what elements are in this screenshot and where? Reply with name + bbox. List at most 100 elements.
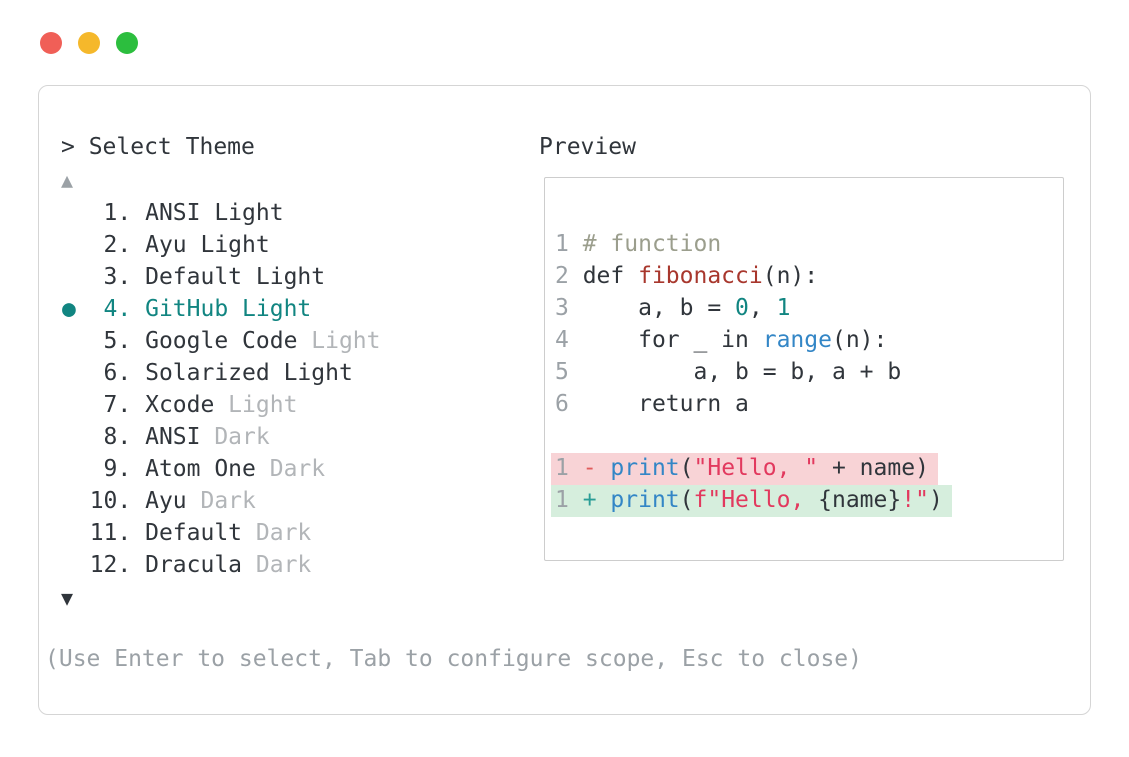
theme-item-variant-label: Dark [255, 456, 326, 482]
theme-item-variant-label: Dark [200, 424, 270, 450]
close-button[interactable] [40, 32, 62, 54]
dialog-title: > Select Theme [61, 134, 255, 160]
bullet-spacer [62, 264, 90, 290]
diff-highlight-removed: 1 - print("Hello, " + name) [551, 453, 938, 485]
preview-code-line: 1 # function [555, 228, 1063, 260]
preview-diff: 1 - print("Hello, " + name)1 + print(f"H… [551, 452, 1063, 517]
theme-item-variant-label: Dark [242, 552, 312, 578]
code-token: print [610, 487, 680, 513]
code-token: return a [582, 391, 749, 417]
theme-list-item[interactable]: 6. Solarized Light [62, 357, 381, 389]
theme-item-label: 3. Default Light [89, 264, 326, 290]
theme-item-label: 7. Xcode [89, 392, 215, 418]
code-token: {name} [818, 487, 902, 513]
diff-minus-sign: - [582, 455, 611, 481]
bullet-spacer [62, 520, 90, 546]
theme-item-label: 2. Ayu Light [89, 232, 270, 258]
diff-highlight-added: 1 + print(f"Hello, {name}!") [551, 485, 952, 517]
line-number: 1 [555, 487, 583, 513]
line-number: 3 [555, 295, 583, 321]
line-number: 1 [555, 231, 583, 257]
line-number: 1 [555, 455, 583, 481]
theme-list-item[interactable]: 7. Xcode Light [62, 389, 381, 421]
code-token: (n): [762, 263, 819, 289]
bullet-spacer [62, 552, 90, 578]
theme-item-label: 1. ANSI Light [89, 200, 284, 226]
scroll-up-icon[interactable]: ▲ [61, 168, 74, 192]
preview-code-line: 3 a, b = 0, 1 [555, 292, 1063, 324]
code-token: f"Hello, [693, 487, 819, 513]
diff-plus-sign: + [582, 487, 611, 513]
theme-list-item[interactable]: 3. Default Light [62, 261, 381, 293]
bullet-spacer [62, 456, 90, 482]
bullet-spacer [62, 360, 90, 386]
preview-code-line: 6 return a [555, 388, 1063, 420]
preview-label: Preview [539, 134, 636, 160]
line-number: 2 [555, 263, 583, 289]
code-token: ( [679, 487, 694, 513]
code-token: fibonacci [638, 263, 763, 289]
theme-item-label: 5. Google Code [89, 328, 298, 354]
line-number: 4 [555, 327, 583, 353]
theme-list-item[interactable]: 8. ANSI Dark [62, 421, 381, 453]
preview-code-line: 2 def fibonacci(n): [555, 260, 1063, 292]
code-token: 1 [776, 295, 791, 321]
minimize-button[interactable] [78, 32, 100, 54]
code-token: + name) [818, 455, 929, 481]
bullet-spacer [62, 328, 90, 354]
bullet-spacer [62, 200, 90, 226]
code-token: print [610, 455, 680, 481]
theme-item-label: 11. Default [89, 520, 243, 546]
code-token: !" [901, 487, 929, 513]
theme-list-item[interactable]: 9. Atom One Dark [62, 453, 381, 485]
code-token: a, b = b, a + b [582, 359, 902, 385]
preview-diff-line-removed: 1 - print("Hello, " + name) [551, 452, 1063, 485]
bullet-spacer [62, 232, 90, 258]
theme-item-variant-label: Light [214, 392, 298, 418]
code-token: ( [679, 455, 694, 481]
theme-item-variant-label: Dark [242, 520, 312, 546]
theme-item-label: 6. Solarized Light [89, 360, 353, 386]
theme-item-label: 10. Ayu [89, 488, 187, 514]
bullet-spacer [62, 488, 90, 514]
code-token: "Hello, " [693, 455, 819, 481]
theme-item-label: 12. Dracula [89, 552, 243, 578]
code-token: 0 [735, 295, 749, 321]
theme-list-item[interactable]: 2. Ayu Light [62, 229, 381, 261]
theme-item-variant-label: Dark [186, 488, 256, 514]
preview-diff-line-added: 1 + print(f"Hello, {name}!") [551, 484, 1063, 517]
selected-bullet-icon: ● [62, 296, 90, 322]
bullet-spacer [62, 424, 90, 450]
code-token: (n): [831, 327, 888, 353]
code-token: for _ in [582, 327, 763, 353]
theme-item-label: 4. GitHub Light [89, 296, 312, 322]
theme-picker-dialog: > Select Theme ▲ 1. ANSI Light 2. Ayu Li… [38, 85, 1091, 715]
bullet-spacer [62, 392, 90, 418]
theme-list-item[interactable]: 12. Dracula Dark [62, 549, 381, 581]
theme-list-item[interactable]: 5. Google Code Light [62, 325, 381, 357]
theme-list-item[interactable]: 10. Ayu Dark [62, 485, 381, 517]
scroll-down-icon[interactable]: ▼ [61, 586, 74, 610]
zoom-button[interactable] [116, 32, 138, 54]
line-number: 5 [555, 359, 583, 385]
code-token: , [748, 295, 777, 321]
theme-list-item-selected[interactable]: ● 4. GitHub Light [62, 293, 381, 325]
code-token: def [582, 263, 639, 289]
theme-item-variant-label: Light [297, 328, 381, 354]
theme-item-label: 8. ANSI [89, 424, 201, 450]
window-controls [40, 32, 138, 54]
preview-code-line: 4 for _ in range(n): [555, 324, 1063, 356]
footer-hint: (Use Enter to select, Tab to configure s… [45, 646, 862, 672]
theme-item-label: 9. Atom One [89, 456, 256, 482]
code-token: # function [582, 231, 722, 257]
preview-code-line: 5 a, b = b, a + b [555, 356, 1063, 388]
code-token: a, b = [582, 295, 736, 321]
code-token: ) [928, 487, 943, 513]
theme-list: 1. ANSI Light 2. Ayu Light 3. Default Li… [62, 197, 381, 581]
theme-list-item[interactable]: 11. Default Dark [62, 517, 381, 549]
code-token: range [762, 327, 832, 353]
line-number: 6 [555, 391, 583, 417]
theme-list-item[interactable]: 1. ANSI Light [62, 197, 381, 229]
